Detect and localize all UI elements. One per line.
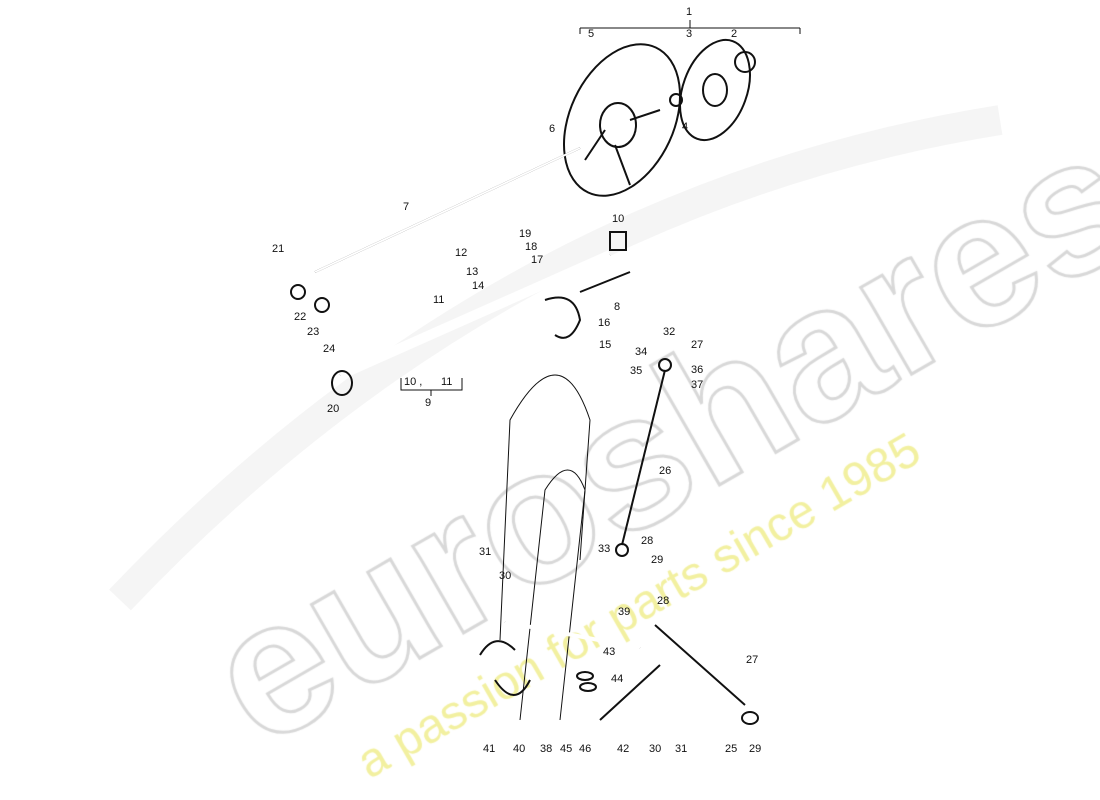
- horn-ring: [679, 38, 751, 142]
- callout-number: 39: [618, 606, 630, 618]
- callout-number: 7: [403, 201, 409, 213]
- callout-number: 12: [455, 247, 467, 259]
- callout-number: 30: [649, 743, 661, 755]
- callout-labels: 1 5 3 2 4 6 7 10 19 18 17 12 21 13 14 11…: [272, 6, 761, 755]
- callout-number: 46: [579, 743, 591, 755]
- callout-number: 10 ,: [404, 376, 422, 388]
- steering-wheel: [562, 43, 682, 197]
- strip: [579, 271, 631, 293]
- callout-number: 3: [686, 28, 692, 40]
- group-bracket: [400, 378, 463, 396]
- callout-number: 23: [307, 326, 319, 338]
- bracket: [544, 296, 582, 339]
- steering-rod: [621, 369, 666, 546]
- callout-number: 6: [549, 123, 555, 135]
- callout-number: 13: [466, 266, 478, 278]
- callout-number: 4: [682, 121, 688, 133]
- callout-number: 29: [651, 554, 663, 566]
- callout-number: 32: [663, 326, 675, 338]
- callout-number: 28: [641, 535, 653, 547]
- callout-number: 34: [635, 346, 647, 358]
- callout-number: 18: [525, 241, 537, 253]
- group-bracket: [579, 20, 801, 34]
- callout-number: 27: [746, 654, 758, 666]
- callout-number: 20: [327, 403, 339, 415]
- callout-number: 16: [598, 317, 610, 329]
- callout-number: 17: [531, 254, 543, 266]
- bushing: [609, 231, 627, 251]
- callout-number: 31: [479, 546, 491, 558]
- callout-number: 21: [272, 243, 284, 255]
- pitman-arm: [599, 664, 661, 721]
- callout-number: 11: [441, 376, 452, 388]
- callout-number: 36: [691, 364, 703, 376]
- grommet: [331, 370, 353, 396]
- callout-number: 1: [686, 6, 692, 18]
- clamp: [479, 640, 531, 696]
- callout-number: 5: [588, 28, 594, 40]
- callout-number: 37: [691, 379, 703, 391]
- callout-number: 2: [731, 28, 737, 40]
- callout-number: 31: [675, 743, 687, 755]
- callout-number: 35: [630, 365, 642, 377]
- callout-number: 43: [603, 646, 615, 658]
- watermark-swoosh: [109, 105, 1003, 611]
- callout-number: 41: [483, 743, 495, 755]
- callout-number: 40: [513, 743, 525, 755]
- callout-number: 26: [659, 465, 671, 477]
- callout-number: 25: [725, 743, 737, 755]
- callout-number: 33: [598, 543, 610, 555]
- callout-number: 27: [691, 339, 703, 351]
- callout-number: 8: [614, 301, 620, 313]
- horn-button: [734, 51, 756, 73]
- callout-number: 42: [617, 743, 629, 755]
- callout-number: 29: [749, 743, 761, 755]
- callout-number: 19: [519, 228, 531, 240]
- callout-number: 44: [611, 673, 623, 685]
- callout-number: 9: [425, 397, 431, 409]
- callout-number: 10: [612, 213, 624, 225]
- callout-number: 24: [323, 343, 335, 355]
- callout-number: 28: [657, 595, 669, 607]
- callout-number: 30: [499, 570, 511, 582]
- callout-number: 22: [294, 311, 306, 323]
- callout-number: 38: [540, 743, 552, 755]
- callout-number: 14: [472, 280, 484, 292]
- frame: [519, 469, 586, 721]
- nut: [669, 93, 683, 107]
- callout-number: 45: [560, 743, 572, 755]
- callout-number: 15: [599, 339, 611, 351]
- callout-number: 11: [433, 294, 444, 306]
- drag-link: [654, 624, 746, 706]
